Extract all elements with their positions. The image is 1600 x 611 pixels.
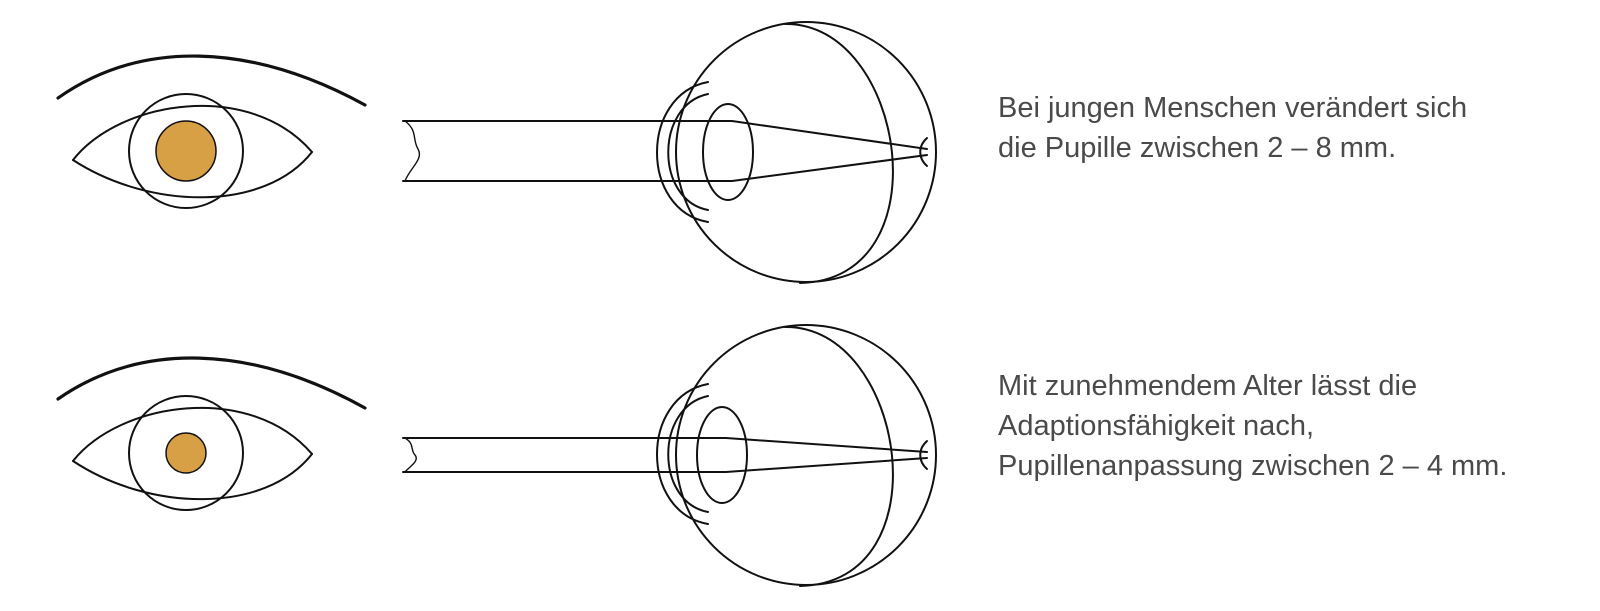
ray-top-old (659, 437, 928, 453)
caption-old: Mit zunehmendem Alter lässt die Adaption… (998, 366, 1507, 486)
caption-old-line-3: Pupillenanpassung zwischen 2 – 4 mm. (998, 450, 1508, 482)
sclera-rim-old (784, 325, 894, 587)
eyebrow-old (56, 356, 367, 410)
ray-bottom-young (659, 154, 928, 182)
retina-focus-old (919, 440, 928, 470)
eyelid-lower-young (72, 151, 313, 199)
lens-old (696, 406, 748, 504)
light-beam-young (402, 120, 666, 182)
sclera-rim-young (784, 22, 894, 284)
lens-young (702, 103, 754, 201)
eyelid-upper-young (72, 104, 313, 161)
front-eye-old (56, 356, 367, 511)
caption-young-line-2: die Pupille zwischen 2 – 8 mm. (998, 132, 1397, 164)
caption-young: Bei jungen Menschen verändert sich die P… (998, 88, 1467, 168)
eyelid-upper-old (72, 406, 313, 462)
light-beam-old (402, 437, 666, 473)
ray-top-young (659, 120, 928, 150)
eyelid-lower-old (72, 453, 313, 501)
retina-focus-young (919, 137, 928, 167)
beam-break-young (404, 120, 421, 182)
caption-young-line-1: Bei jungen Menschen verändert sich (998, 92, 1468, 124)
cornea-young (656, 81, 709, 223)
beam-break-old (404, 437, 417, 473)
pupil-young (155, 120, 217, 182)
caption-old-line-2: Adaptionsfähigkeit nach, (998, 410, 1314, 442)
pupil-old (165, 432, 207, 474)
iris-young (128, 93, 244, 209)
caption-old-line-1: Mit zunehmendem Alter lässt die (998, 370, 1418, 402)
front-eye-young (56, 54, 367, 209)
side-eye-young (656, 21, 937, 284)
ray-bottom-old (659, 457, 928, 473)
side-eye-old (656, 324, 937, 587)
cornea-old (656, 383, 709, 525)
iris-old (128, 395, 244, 511)
eyebrow-young (56, 54, 367, 107)
